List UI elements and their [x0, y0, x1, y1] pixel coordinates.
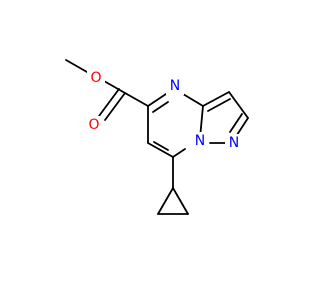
ester-oxygen-background — [87, 69, 105, 87]
bond-cyclopropyl-c — [172, 187, 189, 215]
atom-labels: O O N N N — [85, 69, 243, 152]
bond-ring-c3-c2 — [228, 91, 249, 119]
bond-methyl-o — [65, 59, 88, 73]
bond-ring-c5-n4 — [147, 93, 167, 107]
carbonyl-oxygen-label: O — [88, 117, 99, 133]
bond-cyclopropyl-a — [157, 187, 174, 215]
bond-ring-c3a-c3 — [202, 91, 230, 107]
ring-nitrogen-4-background — [166, 77, 184, 95]
ester-oxygen-label: O — [90, 70, 101, 86]
bond-ring-c3a-c3-double — [207, 98, 231, 112]
bond-ring-c5-n4-double — [152, 101, 169, 113]
bond-carbonyl-double-o-b — [98, 88, 120, 117]
ring-nitrogen-4-label: N — [170, 78, 180, 94]
chemical-structure-diagram: O O N N N — [65, 59, 249, 215]
bond-o-carbonyl — [103, 80, 126, 94]
bond-ring-n4-c3a — [182, 93, 204, 107]
bond-ring-n7a-c7 — [172, 148, 186, 158]
bond-carbonyl-double-o-a — [104, 92, 126, 121]
ring-nitrogen-7a-background — [191, 132, 209, 150]
ring-nitrogen-7a-label: N — [195, 133, 205, 149]
bond-ring-c2-n1-double — [229, 113, 243, 133]
ring-nitrogen-1-label: N — [229, 135, 239, 151]
bonds — [65, 59, 249, 215]
ring-nitrogen-1-background — [225, 134, 243, 152]
carbonyl-oxygen-background — [85, 116, 103, 134]
bond-carbonyl-ring — [124, 92, 149, 107]
bond-ring-c7-c6-double — [153, 141, 169, 151]
bond-ring-c7-c6 — [147, 142, 174, 158]
